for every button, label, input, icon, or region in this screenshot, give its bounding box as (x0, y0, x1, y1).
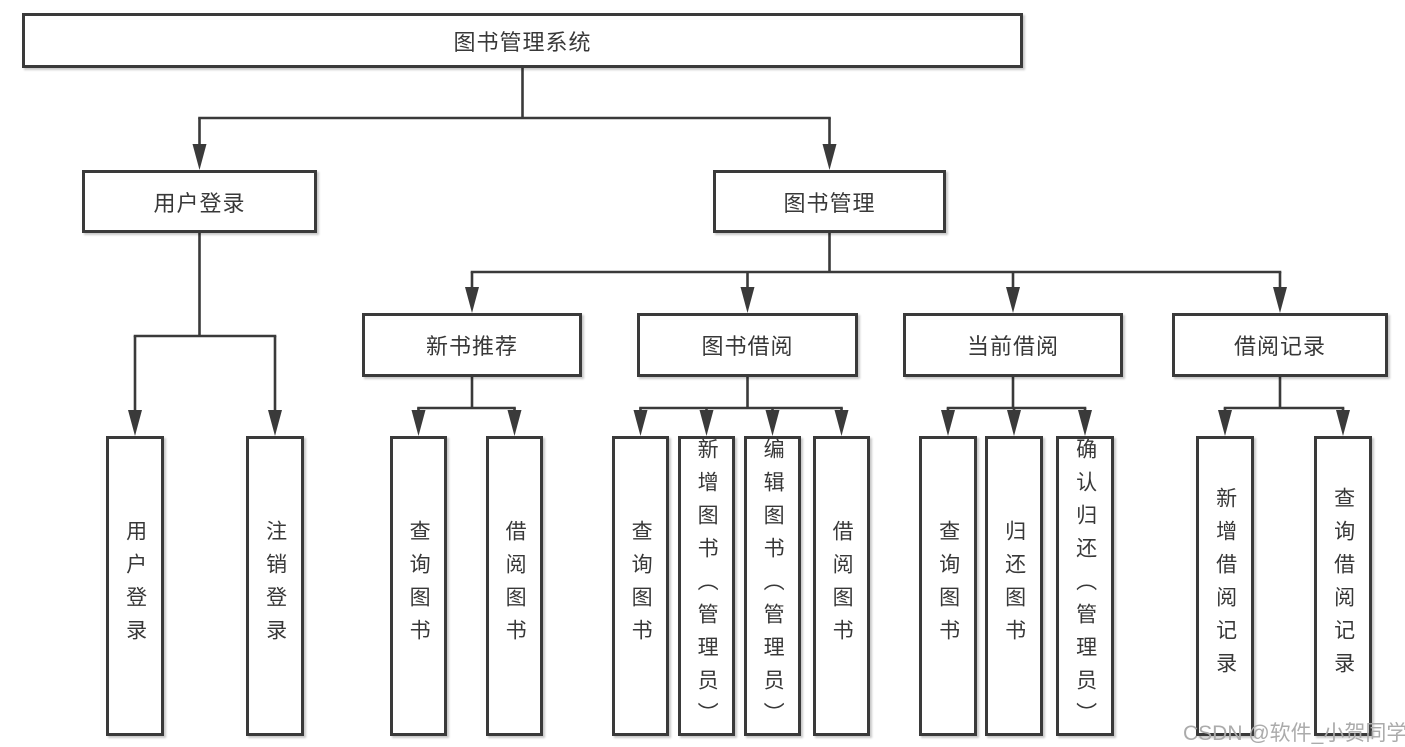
node-borrowing-records: 借阅记录 (1172, 313, 1388, 377)
node-label: 借阅记录 (1233, 334, 1326, 359)
node-book-management: 图书管理 (713, 170, 946, 233)
node-label: 新增借阅记录 (1213, 487, 1237, 685)
node-label: 用户登录 (123, 520, 147, 652)
node-confirm-return-admin: 确认归还（管理员） (1056, 436, 1114, 736)
watermark: CSDN @软件_小贺同学 (1183, 722, 1405, 745)
node-label: 编辑图书（管理员） (761, 437, 785, 735)
node-borrow-books-recommend: 借阅图书 (486, 436, 543, 736)
node-book-borrowing: 图书借阅 (637, 313, 858, 377)
node-new-book-recommendation: 新书推荐 (362, 313, 582, 377)
node-label: 图书借阅 (701, 334, 794, 359)
node-return-books: 归还图书 (985, 436, 1043, 736)
node-label: 借阅图书 (503, 520, 527, 652)
node-label: 归还图书 (1002, 520, 1026, 652)
node-query-books-recommend: 查询图书 (390, 436, 447, 736)
node-label: 确认归还（管理员） (1073, 437, 1097, 735)
node-label: 借阅图书 (830, 520, 854, 652)
node-borrow-books-borrowing: 借阅图书 (813, 436, 870, 736)
node-query-books-current: 查询图书 (919, 436, 977, 736)
node-current-borrowing: 当前借阅 (903, 313, 1123, 377)
node-label: 查询图书 (936, 520, 960, 652)
node-label: 新增图书（管理员） (695, 437, 719, 735)
node-label: 查询图书 (629, 520, 653, 652)
node-label: 用户登录 (153, 190, 246, 216)
node-edit-books-admin: 编辑图书（管理员） (744, 436, 801, 736)
node-label: 查询借阅记录 (1331, 487, 1355, 685)
node-label: 图书管理 (783, 190, 876, 216)
node-query-books-borrowing: 查询图书 (612, 436, 669, 736)
node-label: 注销登录 (263, 520, 287, 652)
node-query-borrow-record: 查询借阅记录 (1314, 436, 1372, 736)
node-label: 当前借阅 (966, 334, 1059, 359)
node-add-books-admin: 新增图书（管理员） (678, 436, 735, 736)
node-label: 查询图书 (407, 520, 431, 652)
node-library-management-system: 图书管理系统 (22, 13, 1023, 68)
node-label: 新书推荐 (425, 334, 518, 359)
node-user-login: 用户登录 (82, 170, 317, 233)
node-logout: 注销登录 (246, 436, 304, 736)
node-label: 图书管理系统 (453, 29, 592, 55)
node-user-login-leaf: 用户登录 (106, 436, 164, 736)
node-add-borrow-record: 新增借阅记录 (1196, 436, 1254, 736)
